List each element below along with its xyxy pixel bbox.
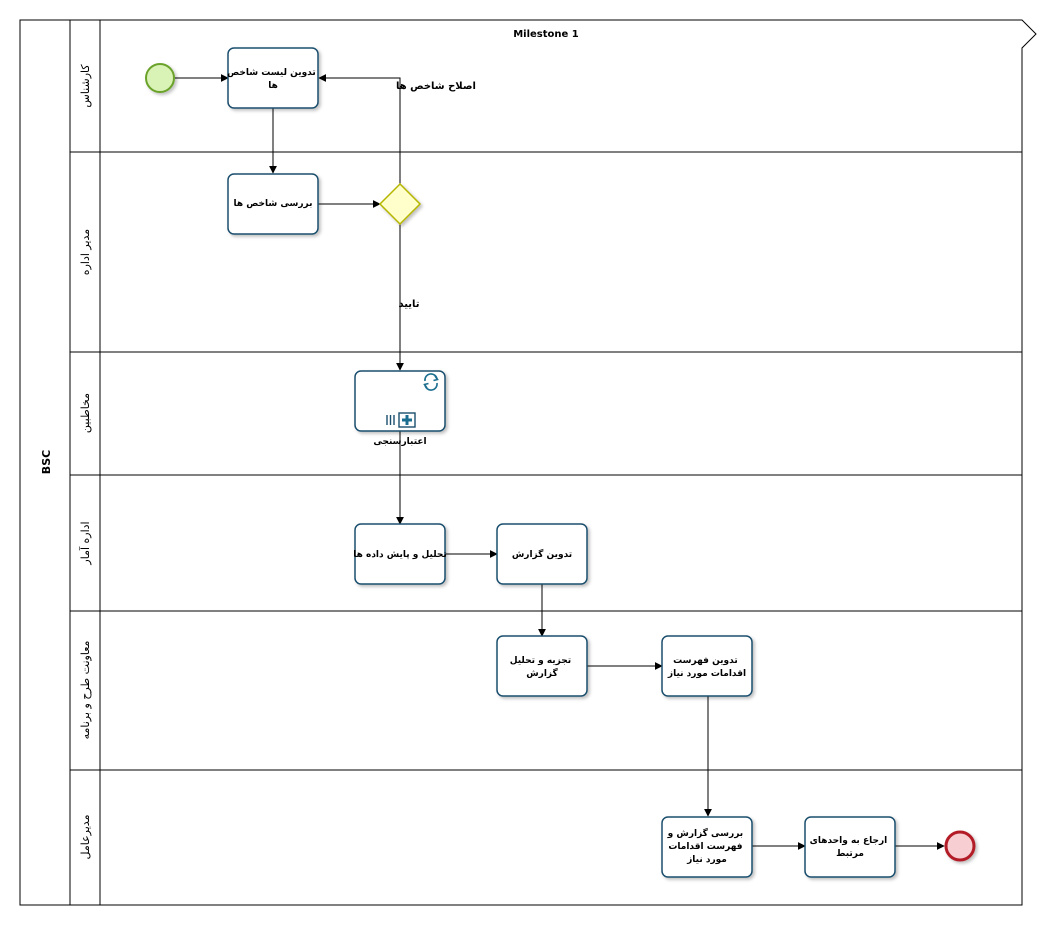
lane-title-planning-deputy: معاونت طرح و برنامه — [79, 641, 92, 740]
task-refer-to-units[interactable]: ارجاع به واحدهای مرتبط — [804, 816, 896, 878]
task-label-line: ارجاع به واحدهای — [810, 836, 888, 846]
task-compile-report[interactable]: تدوین گزارش — [496, 523, 588, 585]
flow-label-revise: اصلاح شاخص ها — [396, 81, 476, 92]
svg-text:تدوین گزارش: تدوین گزارش — [512, 548, 572, 560]
task-review-report-actions[interactable]: بررسی گزارش و فهرست اقدامات مورد نیاز — [661, 816, 753, 878]
task-label-line: ها — [268, 81, 278, 91]
task-compile-required-actions[interactable]: تدوین فهرست اقدامات مورد نیاز — [661, 635, 753, 697]
task-analyze-report[interactable]: تجزیه و تحلیل گزارش — [496, 635, 588, 697]
svg-text:تحلیل و پایش داده ها: تحلیل و پایش داده ها — [353, 550, 447, 560]
task-review-indicators[interactable]: بررسی شاخص ها — [227, 173, 319, 235]
task-label-line: تدوین لیست شاخص — [227, 68, 316, 78]
multi-instance-icon — [386, 415, 395, 425]
start-event[interactable] — [145, 63, 175, 93]
svg-text:بررسی شاخص ها: بررسی شاخص ها — [234, 199, 313, 209]
task-label-line: بررسی گزارش و — [667, 827, 744, 839]
flow-label-approve: تایید — [398, 299, 419, 310]
task-label-line: تجزیه و تحلیل — [510, 656, 571, 666]
pool: BSC — [19, 19, 1037, 906]
task-label-line: بررسی شاخص ها — [234, 199, 313, 209]
sequence-flows — [175, 74, 945, 850]
task-label-line: مورد نیاز — [686, 855, 727, 865]
lane-title-audience: مخاطبین — [79, 393, 92, 433]
subprocess-validation[interactable] — [354, 370, 446, 432]
task-compile-indicator-list[interactable]: تدوین لیست شاخص ها — [227, 47, 319, 109]
lane-title-expert: کارشناس — [79, 64, 92, 108]
svg-text:تدوین لیست شاخص ها: تدوین لیست شاخص ها — [227, 68, 319, 91]
svg-text:ارجاع به واحدهای مرتبط: ارجاع به واحدهای مرتبط — [810, 836, 891, 859]
svg-text:بررسی گزارش و فهرست اقدا: بررسی گزارش و فهرست اقدامات مورد نیاز — [667, 827, 747, 865]
end-event[interactable] — [944, 830, 976, 862]
task-label-line: اقدامات مورد نیاز — [667, 669, 746, 679]
lane-separators — [70, 151, 1022, 771]
loop-icon — [423, 373, 439, 391]
task-label-line: مرتبط — [836, 849, 864, 859]
task-analyze-monitor-data[interactable]: تحلیل و پایش داده ها — [353, 523, 447, 585]
svg-text:تدوین فهرست اقدامات مورد: تدوین فهرست اقدامات مورد نیاز — [667, 656, 746, 679]
lane-title-ceo: مدیرعامل — [79, 814, 92, 859]
lane-title-statistics-office: اداره آمار — [78, 521, 92, 565]
flow-gateway-revise — [318, 74, 401, 184]
task-label-line: فهرست اقدامات — [668, 842, 742, 852]
expand-plus-icon[interactable] — [398, 412, 416, 428]
exclusive-gateway[interactable] — [378, 182, 422, 226]
task-label-line: تحلیل و پایش داده ها — [353, 550, 447, 560]
milestone-label: Milestone 1 — [513, 29, 579, 40]
task-label-line: گزارش — [526, 667, 558, 679]
svg-text:تجزیه و تحلیل گزارش: تجزیه و تحلیل گزارش — [510, 656, 575, 679]
pool-title: BSC — [40, 450, 53, 474]
task-label-line: تدوین فهرست — [673, 656, 738, 666]
lane-title-office-manager: مدیر اداره — [79, 229, 92, 275]
task-label-line: تدوین گزارش — [512, 548, 572, 560]
subprocess-label: اعتبارسنجی — [373, 437, 426, 447]
